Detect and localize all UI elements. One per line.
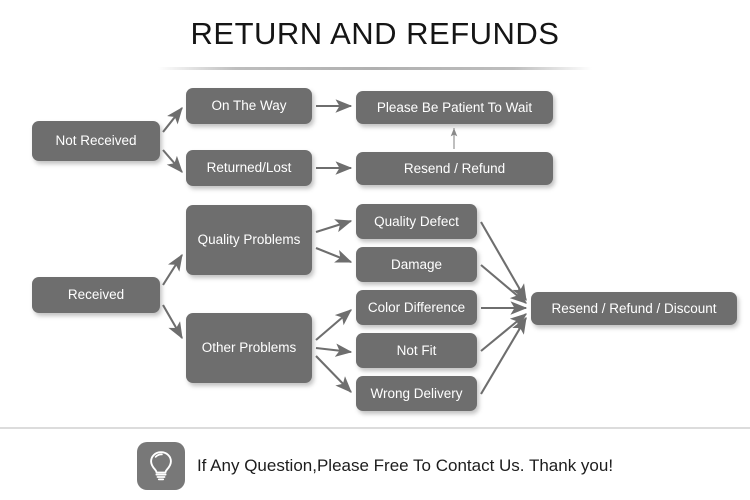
node-color-difference[interactable]: Color Difference xyxy=(356,290,477,325)
edge-not-received-on-the-way xyxy=(162,107,183,133)
title-divider xyxy=(158,67,592,70)
node-returned-lost[interactable]: Returned/Lost xyxy=(186,150,312,186)
edge-not-fit-final xyxy=(480,313,527,352)
node-not-fit[interactable]: Not Fit xyxy=(356,333,477,368)
node-not-received[interactable]: Not Received xyxy=(32,121,160,161)
node-please-be-patient-to-wait[interactable]: Please Be Patient To Wait xyxy=(356,91,553,124)
footer-divider xyxy=(0,427,750,429)
node-other-problems[interactable]: Other Problems xyxy=(186,313,312,383)
node-resend-refund-discount[interactable]: Resend / Refund / Discount xyxy=(531,292,737,325)
page-title: RETURN AND REFUNDS xyxy=(190,16,560,51)
node-on-the-way[interactable]: On The Way xyxy=(186,88,312,124)
edge-received-quality-problems xyxy=(162,253,183,286)
node-damage[interactable]: Damage xyxy=(356,247,477,282)
node-wrong-delivery[interactable]: Wrong Delivery xyxy=(356,376,477,411)
edge-other-problems-color-difference xyxy=(315,309,352,341)
footer-text: If Any Question,Please Free To Contact U… xyxy=(196,456,614,475)
edge-other-problems-wrong-delivery xyxy=(315,355,352,393)
node-resend-refund[interactable]: Resend / Refund xyxy=(356,152,553,185)
edge-other-problems-not-fit xyxy=(315,343,353,357)
edge-quality-problems-quality-defect xyxy=(315,219,353,234)
edge-quality-defect-final xyxy=(480,221,527,302)
lightbulb-icon xyxy=(136,442,185,490)
node-quality-defect[interactable]: Quality Defect xyxy=(356,204,477,239)
node-received[interactable]: Received xyxy=(32,277,160,313)
node-quality-problems[interactable]: Quality Problems xyxy=(186,205,312,275)
edge-not-received-returned-lost xyxy=(162,149,183,173)
edge-quality-problems-damage xyxy=(315,247,353,263)
edge-damage-final xyxy=(480,264,527,304)
edge-wrong-delivery-final xyxy=(480,316,527,395)
edge-received-other-problems xyxy=(162,304,183,340)
footer: If Any Question,Please Free To Contact U… xyxy=(0,436,750,496)
